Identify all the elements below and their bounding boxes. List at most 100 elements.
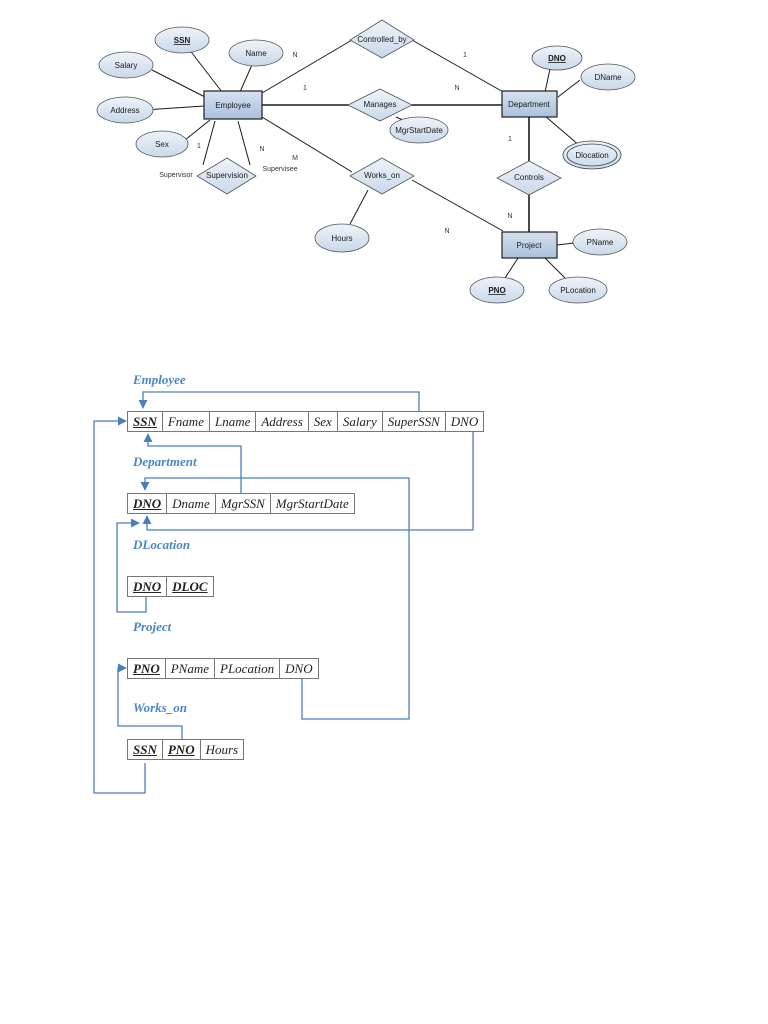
column-dloc: DLOC [166, 576, 214, 597]
schema-title-project: Project [133, 619, 172, 634]
line-employee-supervision-left [202, 120, 216, 166]
fk-arrow-employee-dno-to-dno [142, 431, 474, 531]
schema-table-employee-row: SSN Fname Lname Address Sex Salary Super… [127, 411, 485, 432]
line-project-pname [556, 242, 575, 246]
column-dname: Dname [166, 493, 216, 514]
attribute-plocation-label: PLocation [560, 286, 596, 295]
schema-table-works-on: SSN PNO Hours [127, 739, 245, 760]
entity-employee: Employee [203, 90, 263, 120]
relationship-supervision: Supervision [196, 157, 257, 195]
schema-title-employee: Employee [133, 372, 186, 387]
entity-project: Project [501, 231, 558, 259]
attribute-plocation: PLocation [548, 276, 608, 304]
column-dno: DNO [126, 493, 168, 514]
relationship-controls: Controls [496, 160, 562, 196]
schema-table-department: DNO Dname MgrSSN MgrStartDate [126, 493, 355, 514]
attribute-dno: DNO [531, 45, 583, 71]
relationship-controlled-by: Controlled_by [349, 19, 415, 59]
column-pno: PNO [127, 658, 166, 679]
relationship-controlled-by-label: Controlled_by [357, 35, 406, 44]
entity-department-label: Department [508, 100, 551, 109]
attribute-dname: DName [580, 63, 636, 91]
cardinality-controlled-by-dept: 1 [463, 52, 467, 59]
relationship-manages-label: Manages [364, 100, 397, 109]
relationship-controls-label: Controls [514, 173, 544, 182]
attribute-sex: Sex [135, 130, 189, 158]
attribute-sex-label: Sex [155, 140, 169, 149]
attribute-pno-label: PNO [488, 286, 505, 295]
fk-arrow-superssn-to-ssn [138, 391, 420, 411]
attribute-dno-label: DNO [548, 54, 566, 63]
column-ssn: SSN [127, 739, 163, 760]
column-mgrssn: MgrSSN [214, 493, 271, 514]
attribute-ssn: SSN [154, 26, 210, 54]
column-pno: PNO [161, 739, 201, 760]
role-supervisee-label: Supervisee [262, 166, 297, 173]
schema-title-works-on: Works_on [133, 700, 187, 715]
role-supervisor-label: Supervisor [159, 172, 193, 179]
schema-table-department-row: DNO Dname MgrSSN MgrStartDate [126, 493, 355, 514]
fk-arrow-works-on-pno-to-pno [117, 663, 183, 739]
relationship-manages: Manages [347, 88, 413, 122]
cardinality-controlled-by-emp: N [292, 52, 297, 59]
line-project-pno [504, 257, 519, 279]
fk-arrow-works-on-ssn-to-ssn [93, 416, 146, 794]
er-connector-lines [143, 39, 581, 279]
line-salary-employee [151, 69, 206, 98]
attribute-name: Name [228, 39, 284, 67]
line-works-on-hours [349, 189, 369, 225]
attribute-pname: PName [572, 228, 628, 256]
schema-foreign-key-arrows [93, 391, 474, 794]
column-hours: Hours [199, 739, 245, 760]
column-address: Address [255, 411, 309, 432]
cardinality-controls-dept: 1 [508, 136, 512, 143]
line-address-employee [143, 105, 205, 111]
column-sex: Sex [307, 411, 338, 432]
line-employee-controlled-by [261, 39, 353, 94]
attribute-dlocation-label: Dlocation [575, 151, 608, 160]
cardinality-manages-dept: N [454, 85, 459, 92]
relationship-supervision-label: Supervision [206, 171, 248, 180]
schema-title-department: Department [133, 454, 197, 469]
column-lname: Lname [208, 411, 257, 432]
attribute-mgrstartdate: MgrStartDate [389, 116, 449, 144]
line-project-plocation [544, 257, 566, 279]
cardinality-supervision-supervisee: N [259, 146, 264, 153]
entity-department: Department [501, 90, 558, 118]
entity-project-label: Project [517, 241, 543, 250]
line-controlled-by-department [411, 39, 506, 94]
schema-table-works-on-row: SSN PNO Hours [127, 739, 245, 760]
attribute-dname-label: DName [594, 73, 622, 82]
relationship-works-on-label: Works_on [364, 171, 400, 180]
column-dno: DNO [126, 576, 168, 597]
attribute-dlocation: Dlocation [562, 140, 622, 170]
attribute-hours: Hours [314, 223, 370, 253]
attribute-pname-label: PName [587, 238, 614, 247]
column-mgrstartdate: MgrStartDate [269, 493, 355, 514]
cardinality-controls-proj: N [507, 213, 512, 220]
column-fname: Fname [161, 411, 210, 432]
attribute-address: Address [96, 96, 154, 124]
schema-table-dlocation-row: DNO DLOC [126, 576, 214, 597]
cardinality-manages-emp: 1 [303, 85, 307, 92]
attribute-name-label: Name [245, 49, 267, 58]
line-works-on-project [411, 179, 504, 232]
line-employee-works-on [261, 116, 353, 173]
schema-table-project: PNO PName PLocation DNO [127, 658, 319, 679]
line-department-dlocation [544, 115, 581, 147]
column-dno: DNO [279, 658, 319, 679]
entity-employee-label: Employee [215, 101, 251, 110]
line-employee-supervision-right [237, 120, 251, 166]
cardinality-supervision-supervisor: 1 [197, 143, 201, 150]
line-dname-department [557, 79, 581, 98]
attribute-mgrstartdate-label: MgrStartDate [395, 126, 443, 135]
attribute-ssn-label: SSN [174, 36, 191, 45]
column-dno: DNO [444, 411, 485, 432]
fk-arrow-mgrssn-to-ssn [143, 433, 242, 493]
schema-title-dlocation: DLocation [133, 537, 191, 552]
attribute-hours-label: Hours [331, 234, 352, 243]
line-sex-employee [184, 119, 211, 141]
er-diagram: Employee Department Project Controlled_b… [96, 19, 636, 304]
attribute-pno: PNO [469, 276, 525, 304]
